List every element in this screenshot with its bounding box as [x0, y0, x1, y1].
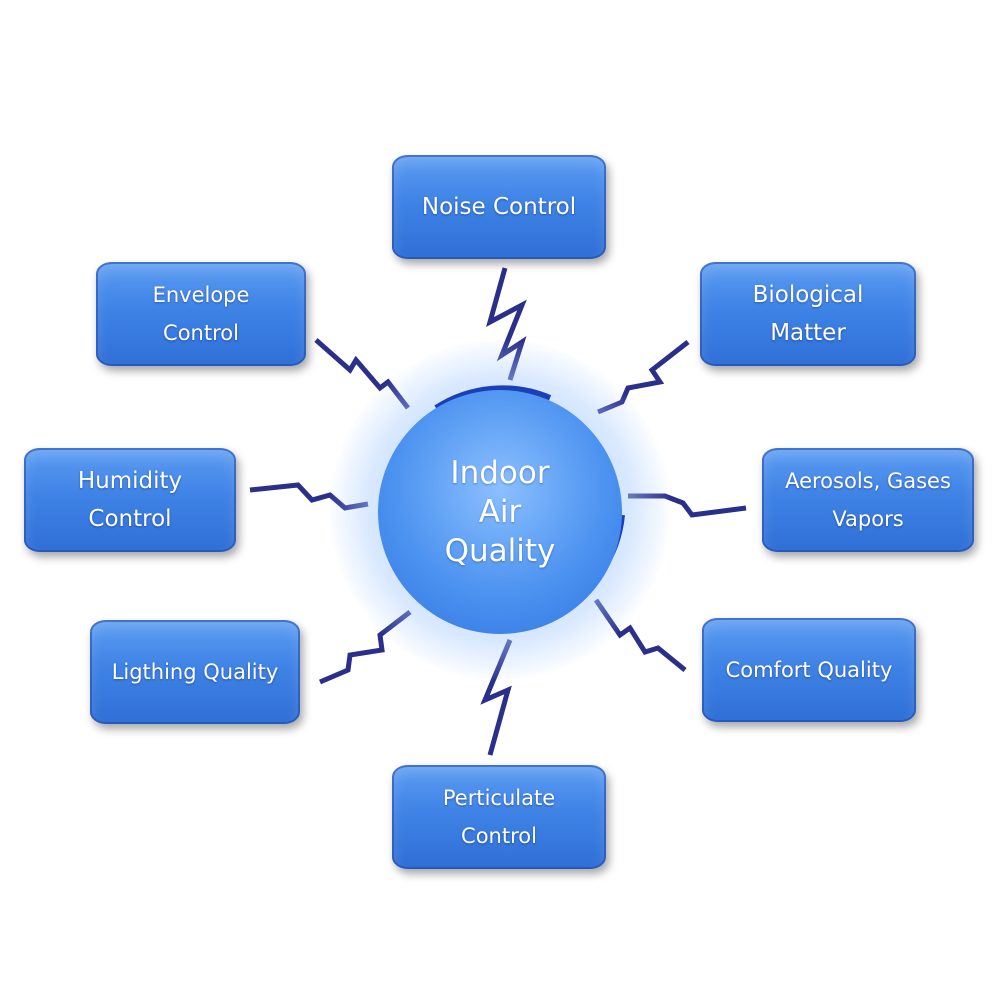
node-comfort-quality: Comfort Quality: [702, 618, 916, 722]
node-perticulate-control: Perticulate Control: [392, 765, 606, 869]
node-label: Matter: [770, 320, 846, 346]
node-label: Ligthing Quality: [111, 660, 279, 684]
node-label: Noise Control: [421, 194, 577, 220]
node-aerosols-gases-vapors: Aerosols, Gases Vapors: [762, 448, 974, 552]
center-line: Quality: [444, 532, 556, 569]
node-label: Humidity: [77, 468, 183, 494]
node-biological-matter: Biological Matter: [700, 262, 916, 366]
center-line: Indoor: [450, 454, 550, 491]
node-label: Control: [163, 321, 239, 345]
center-node: Indoor Air Quality: [378, 390, 622, 634]
node-envelope-control: Envelope Control: [96, 262, 306, 366]
center-line: Air: [478, 493, 522, 530]
node-label: Envelope: [152, 283, 250, 307]
node-humidity-control: Humidity Control: [24, 448, 236, 552]
node-noise-control: Noise Control: [392, 155, 606, 259]
node-label: Control: [88, 506, 172, 532]
node-label: Control: [461, 824, 537, 848]
node-label: Perticulate: [442, 786, 556, 810]
node-label: Vapors: [832, 507, 904, 531]
node-ligthing-quality: Ligthing Quality: [90, 620, 300, 724]
node-label: Aerosols, Gases: [785, 469, 951, 493]
node-label: Biological: [752, 282, 864, 308]
node-label: Comfort Quality: [725, 658, 893, 682]
